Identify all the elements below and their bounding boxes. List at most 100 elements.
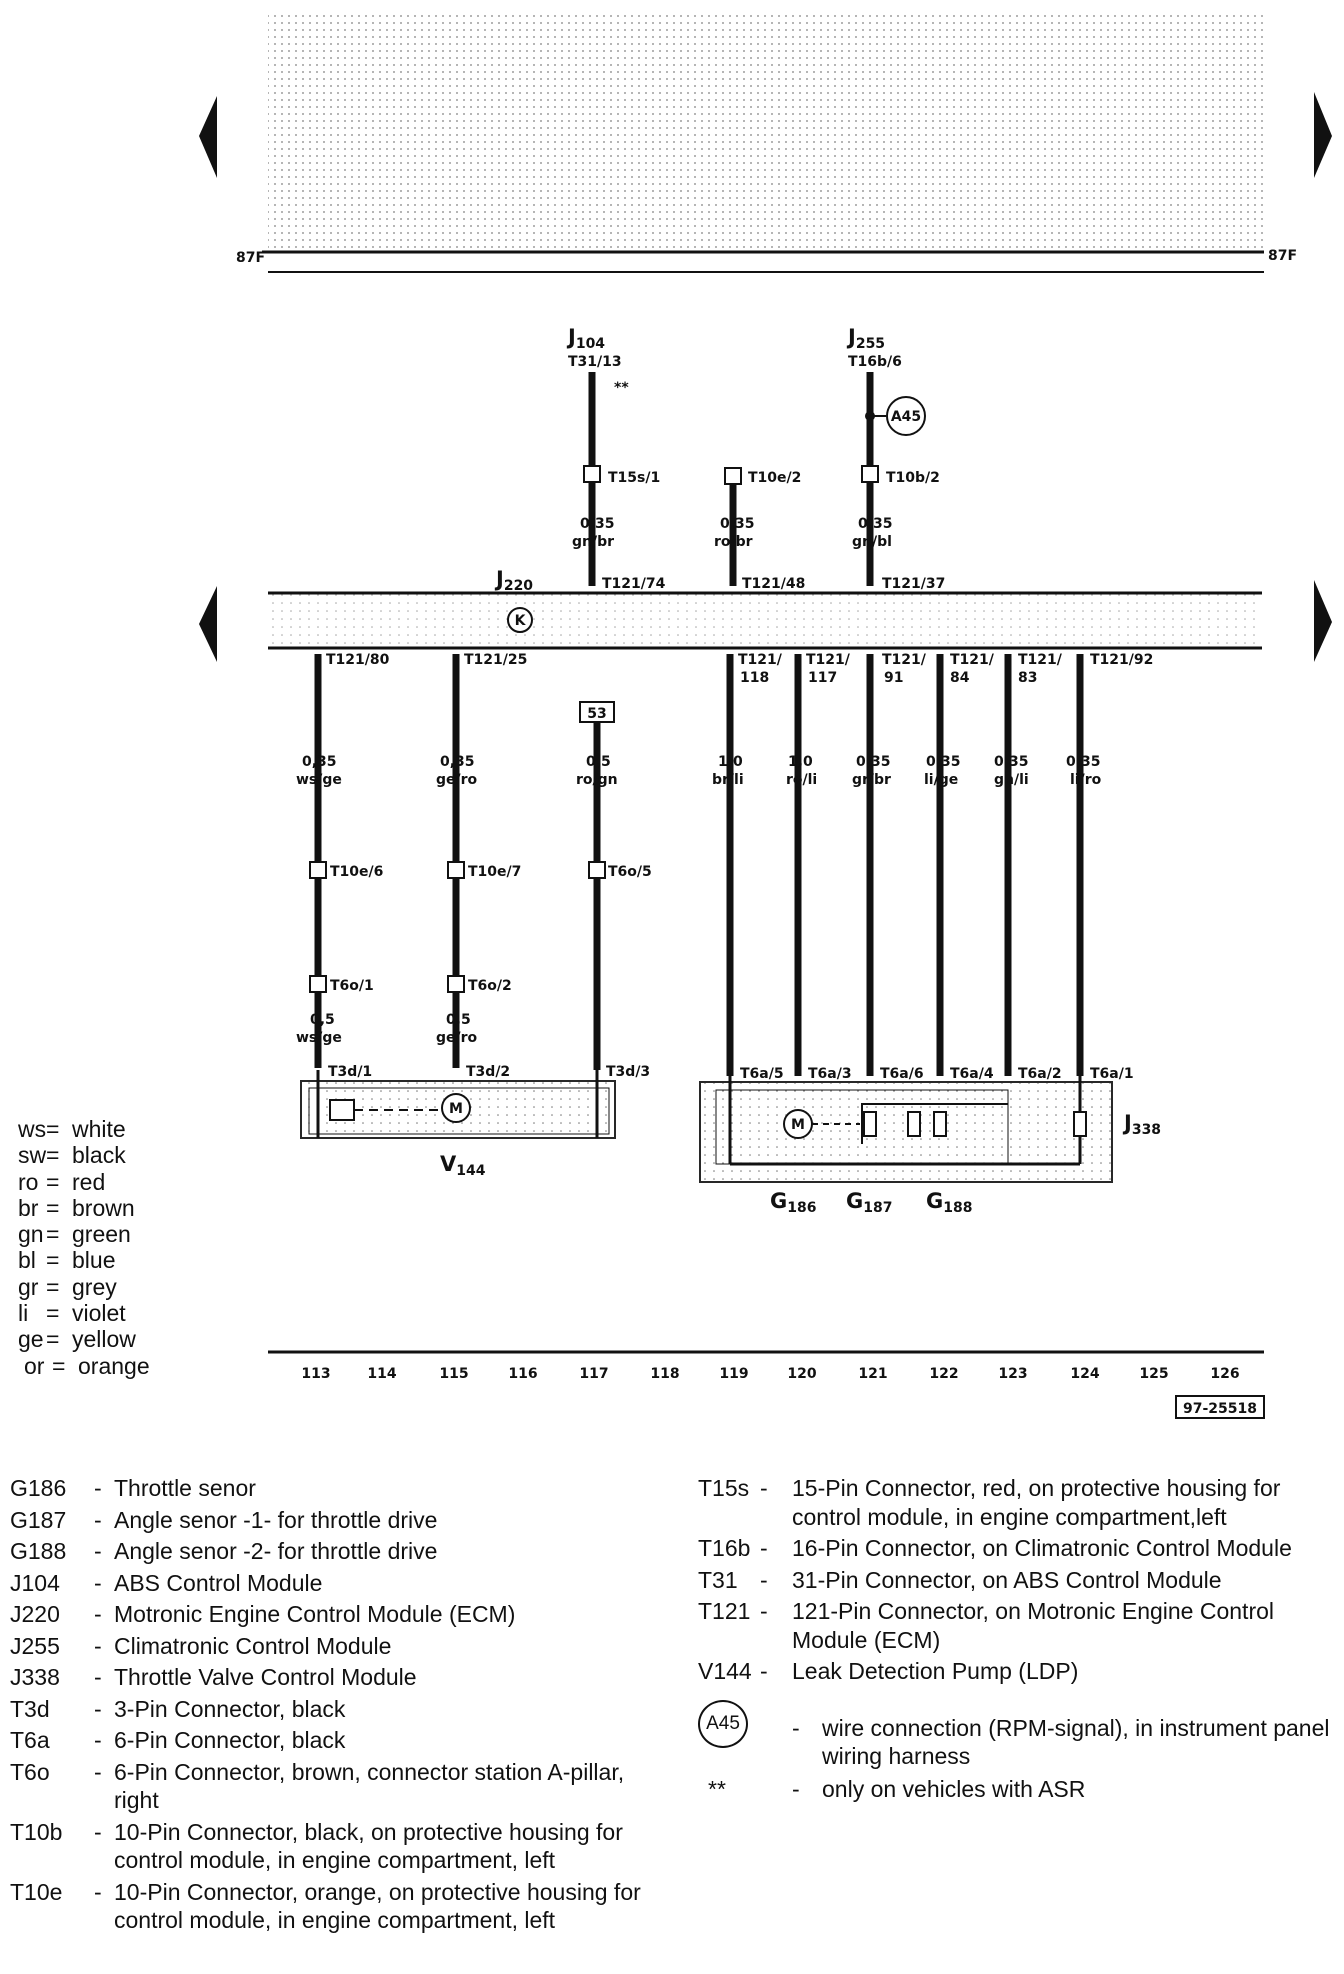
v144-leak-detection-pump: M V144 bbox=[300, 1070, 616, 1179]
t10b-connector-icon bbox=[861, 465, 879, 483]
next-ecm-arrow-icon[interactable] bbox=[1314, 580, 1332, 662]
description-row: G187-Angle senor -1- for throttle drive bbox=[10, 1506, 438, 1533]
legend-code: br bbox=[18, 1194, 39, 1221]
description-row: V144-Leak Detection Pump (LDP) bbox=[698, 1658, 1079, 1684]
description-row: T6o-6-Pin Connector, brown, connector st… bbox=[10, 1758, 625, 1814]
ecm-k-symbol bbox=[507, 607, 533, 633]
prev-ecm-arrow-icon[interactable] bbox=[199, 586, 217, 662]
legend-name: black bbox=[72, 1142, 126, 1169]
throttle-wire-color: li/ge bbox=[924, 772, 958, 788]
t10e2-connector-icon bbox=[724, 467, 742, 485]
g187-sensor-icon bbox=[863, 1111, 877, 1137]
legend-row: ge=yellow bbox=[18, 1326, 136, 1353]
column-number: 118 bbox=[650, 1366, 679, 1382]
v144-wire-3: 53 0,5 ro/gn T6o/5 T3d/3 bbox=[576, 701, 652, 1080]
v144-w1-color: ws/ge bbox=[296, 772, 342, 788]
throttle-ecm-pin-a: T121/92 bbox=[1090, 652, 1153, 668]
j255-label: J255 bbox=[846, 325, 885, 352]
v144-w3-size: 0,5 bbox=[586, 754, 611, 770]
t6o5-label: T6o/5 bbox=[608, 864, 652, 880]
description-row: T16b-16-Pin Connector, on Climatronic Co… bbox=[698, 1535, 1292, 1561]
column-number: 116 bbox=[508, 1366, 537, 1382]
v144-w2-size: 0,35 bbox=[440, 754, 475, 770]
j255-branch: J255 T16b/6 A45 T10b/2 0,35 gn/bl T121/3… bbox=[846, 325, 945, 592]
t121-80-label: T121/80 bbox=[326, 652, 390, 668]
ecm-j220: K J220 bbox=[268, 567, 1262, 650]
j104-label: J104 bbox=[566, 325, 605, 352]
column-number: 126 bbox=[1210, 1366, 1239, 1382]
g187-label: G187 bbox=[846, 1189, 892, 1216]
t3d1-label: T3d/1 bbox=[328, 1064, 372, 1080]
throttle-wire-color: li/ro bbox=[1070, 772, 1102, 788]
throttle-pin: T6a/4 bbox=[950, 1066, 994, 1082]
legend-name: white bbox=[72, 1116, 126, 1142]
t10e6-connector-icon bbox=[309, 861, 327, 879]
symbol-note-row: ** - only on vehicles with ASR bbox=[698, 1775, 1338, 1804]
a45-symbol-icon: A45 bbox=[698, 1699, 748, 1748]
v144-w1-size: 0,35 bbox=[302, 754, 337, 770]
throttle-pin: T6a/5 bbox=[740, 1066, 784, 1082]
ecm-label: J220 bbox=[494, 567, 533, 594]
throttle-wire-group: T121/ 118 1,0 br/li T6a/5 T121/ 117 1,0 … bbox=[712, 652, 1153, 1082]
throttle-pin: T6a/1 bbox=[1090, 1066, 1134, 1082]
description-row: T10b-10-Pin Connector, black, on protect… bbox=[10, 1818, 623, 1874]
g186-motor-label: M bbox=[791, 1117, 805, 1133]
legend-row: or=orange bbox=[18, 1353, 150, 1379]
throttle-ecm-pin-b: 117 bbox=[808, 670, 837, 686]
v144-w3-color: ro/gn bbox=[576, 772, 618, 788]
column-number: 120 bbox=[787, 1366, 816, 1382]
legend-code: or bbox=[24, 1352, 45, 1379]
t10e2-wire-color: ro/br bbox=[714, 534, 753, 550]
t121-48-label: T121/48 bbox=[742, 576, 805, 592]
legend-row: bl=blue bbox=[18, 1247, 116, 1274]
figure-id-box bbox=[1175, 1395, 1265, 1419]
g188-label: G188 bbox=[926, 1189, 972, 1216]
ref-53-label: 53 bbox=[587, 706, 606, 722]
description-row: T121-121-Pin Connector, on Motronic Engi… bbox=[698, 1598, 1275, 1653]
v144-motor-label: M bbox=[449, 1101, 463, 1117]
v144-w2-color: ge/ro bbox=[436, 772, 478, 788]
throttle-pin: T6a/3 bbox=[808, 1066, 852, 1082]
legend-code: bl bbox=[18, 1247, 36, 1274]
throttle-wire-color: ro/li bbox=[786, 772, 817, 788]
column-number: 113 bbox=[301, 1366, 330, 1382]
t15s-label: T15s/1 bbox=[608, 470, 660, 486]
column-number: 121 bbox=[858, 1366, 887, 1382]
v144-wire-1: T121/80 0,35 ws/ge T10e/6 T6o/1 0,5 ws/g… bbox=[296, 652, 390, 1080]
j104-branch: J104 T31/13 ** T15s/1 0,35 gn/br T121/74 bbox=[566, 325, 666, 592]
next-page-arrow-icon[interactable] bbox=[1314, 92, 1332, 178]
component-descriptions-left: G186-Throttle senor G187-Angle senor -1-… bbox=[10, 1474, 650, 1938]
prev-page-arrow-icon[interactable] bbox=[199, 96, 217, 178]
t3d2-label: T3d/2 bbox=[466, 1064, 510, 1080]
figure-id: 97-25518 bbox=[1183, 1401, 1257, 1417]
description-row: T31-31-Pin Connector, on ABS Control Mod… bbox=[698, 1566, 1222, 1593]
g188-sensor-icon bbox=[907, 1111, 921, 1137]
legend-code: gr bbox=[18, 1273, 39, 1300]
j255-pin: T16b/6 bbox=[848, 354, 902, 370]
legend-code: ge bbox=[18, 1326, 44, 1353]
v144-wire-2: T121/25 0,35 ge/ro T10e/7 T6o/2 0,5 ge/r… bbox=[436, 652, 527, 1080]
t121-74-label: T121/74 bbox=[602, 576, 666, 592]
throttle-wire-size: 0,35 bbox=[926, 754, 961, 770]
symbol-note-row: A45 - wire connection (RPM-signal), in i… bbox=[698, 1699, 1338, 1771]
legend-row: li=violet bbox=[18, 1300, 126, 1327]
column-number: 122 bbox=[929, 1366, 958, 1382]
t10e2-branch: T10e/2 0,35 ro/br T121/48 bbox=[714, 467, 805, 592]
legend-name: grey bbox=[72, 1273, 117, 1300]
j104-wire-color: gn/br bbox=[572, 534, 614, 550]
v144-w2b-size: 0,5 bbox=[446, 1012, 471, 1028]
a45-splice-label: A45 bbox=[891, 409, 921, 425]
legend-code: ro bbox=[18, 1168, 39, 1195]
description-row: J220-Motronic Engine Control Module (ECM… bbox=[10, 1601, 516, 1627]
throttle-pin: T6a/2 bbox=[1018, 1066, 1062, 1082]
asr-symbol: ** bbox=[708, 1775, 726, 1802]
column-number: 117 bbox=[579, 1366, 608, 1382]
legend-code: ws bbox=[18, 1116, 47, 1142]
throttle-wire-size: 0,35 bbox=[1066, 754, 1101, 770]
description-row: J255-Climatronic Control Module bbox=[10, 1632, 392, 1659]
legend-name: yellow bbox=[72, 1326, 136, 1353]
throttle-ecm-pin-a: T121/ bbox=[950, 652, 995, 668]
legend-code: gn bbox=[18, 1221, 44, 1248]
throttle-ecm-pin-b: 118 bbox=[740, 670, 769, 686]
legend-row: br=brown bbox=[18, 1194, 135, 1221]
